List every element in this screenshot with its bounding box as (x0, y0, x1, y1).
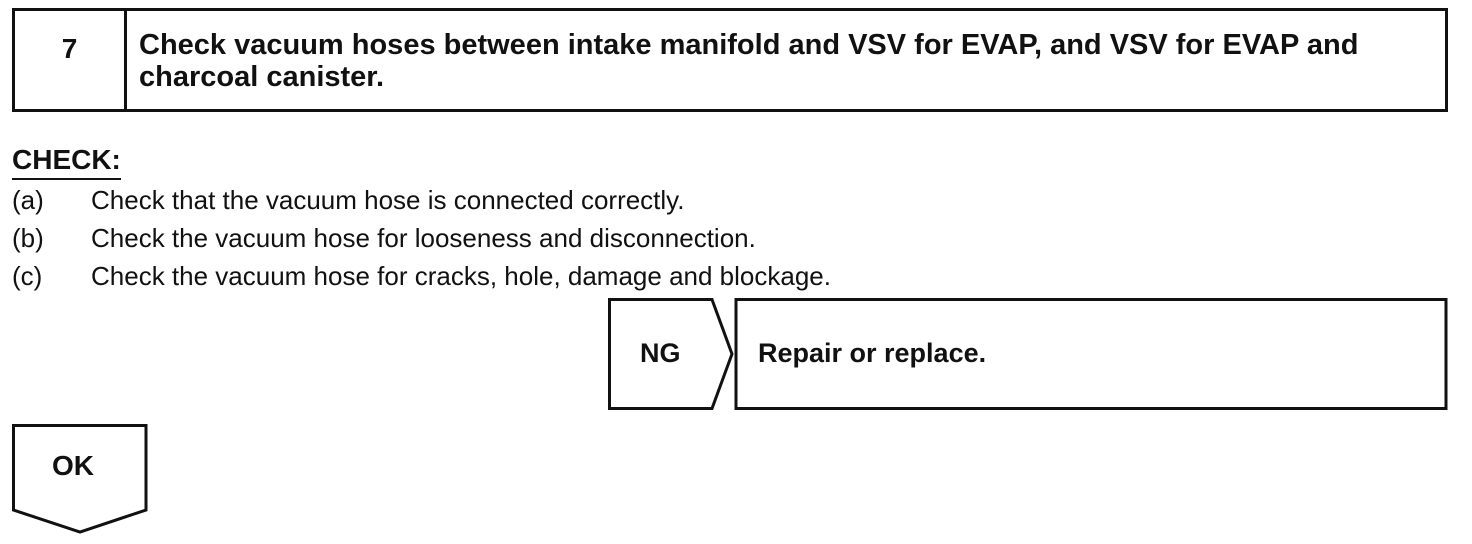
check-item-c: (c) Check the vacuum hose for cracks, ho… (12, 258, 831, 296)
check-list: (a) Check that the vacuum hose is connec… (12, 182, 831, 296)
check-item-a: (a) Check that the vacuum hose is connec… (12, 182, 831, 220)
ng-result-text: Repair or replace. (758, 338, 987, 368)
step-number: 7 (15, 11, 127, 109)
ok-label: OK (52, 450, 94, 481)
step-header-box: 7 Check vacuum hoses between intake mani… (12, 8, 1448, 112)
ng-branch-shapes (608, 298, 1448, 410)
check-item-text: Check the vacuum hose for looseness and … (91, 223, 756, 253)
check-heading: CHECK: (12, 144, 121, 180)
check-item-b: (b) Check the vacuum hose for looseness … (12, 220, 831, 258)
ok-branch: OK (12, 424, 150, 536)
ng-arrow-shape (608, 298, 734, 410)
ng-label: NG (640, 338, 681, 368)
check-item-marker: (c) (12, 261, 43, 291)
check-item-marker: (b) (12, 223, 44, 253)
ok-arrow-shape (12, 424, 148, 534)
check-item-text: Check that the vacuum hose is connected … (91, 185, 685, 215)
step-title: Check vacuum hoses between intake manifo… (139, 29, 1359, 93)
check-item-marker: (a) (12, 185, 44, 215)
ng-result-box (734, 298, 1448, 410)
check-item-text: Check the vacuum hose for cracks, hole, … (91, 261, 831, 291)
ng-branch: NG Repair or replace. (608, 298, 1450, 410)
